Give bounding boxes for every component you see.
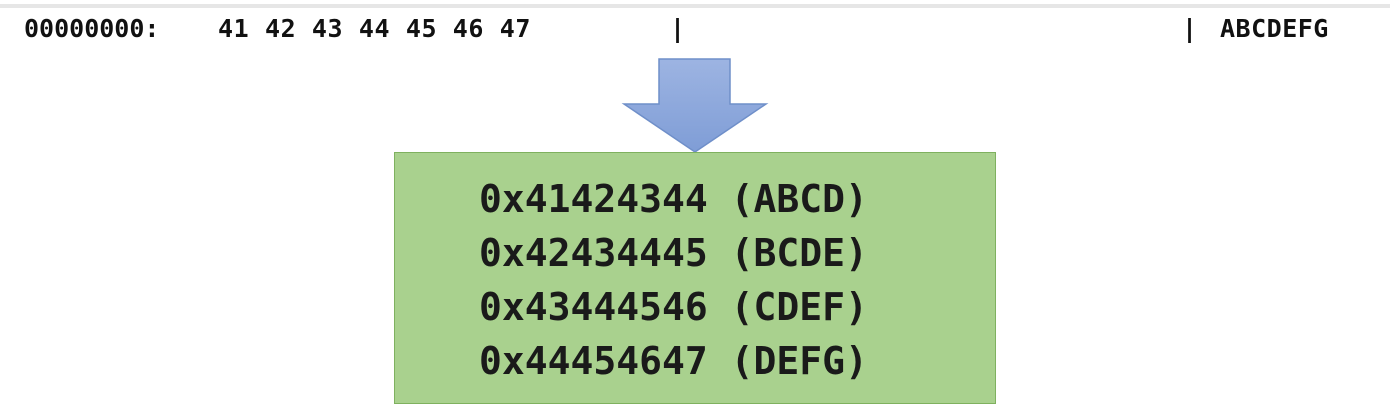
hexdump-separator-right: | <box>1182 14 1198 43</box>
hexdump-ascii: ABCDEFG <box>1220 14 1329 43</box>
derived-value-line: 0x43444546 (CDEF) <box>479 285 868 329</box>
derived-value-line: 0x44454647 (DEFG) <box>479 339 868 383</box>
derived-values-box: 0x41424344 (ABCD) 0x42434445 (BCDE) 0x43… <box>394 152 996 404</box>
top-divider <box>0 4 1390 8</box>
derived-values-list: 0x41424344 (ABCD) 0x42434445 (BCDE) 0x43… <box>479 172 868 388</box>
hexdump-separator-left: | <box>670 14 686 43</box>
hexdump-offset: 00000000: <box>24 14 160 43</box>
derived-value-line: 0x42434445 (BCDE) <box>479 231 868 275</box>
down-arrow-icon <box>621 58 769 153</box>
down-arrow-shape <box>621 58 769 153</box>
hexdump-bytes: 41 42 43 44 45 46 47 <box>218 14 532 43</box>
derived-value-line: 0x41424344 (ABCD) <box>479 177 868 221</box>
